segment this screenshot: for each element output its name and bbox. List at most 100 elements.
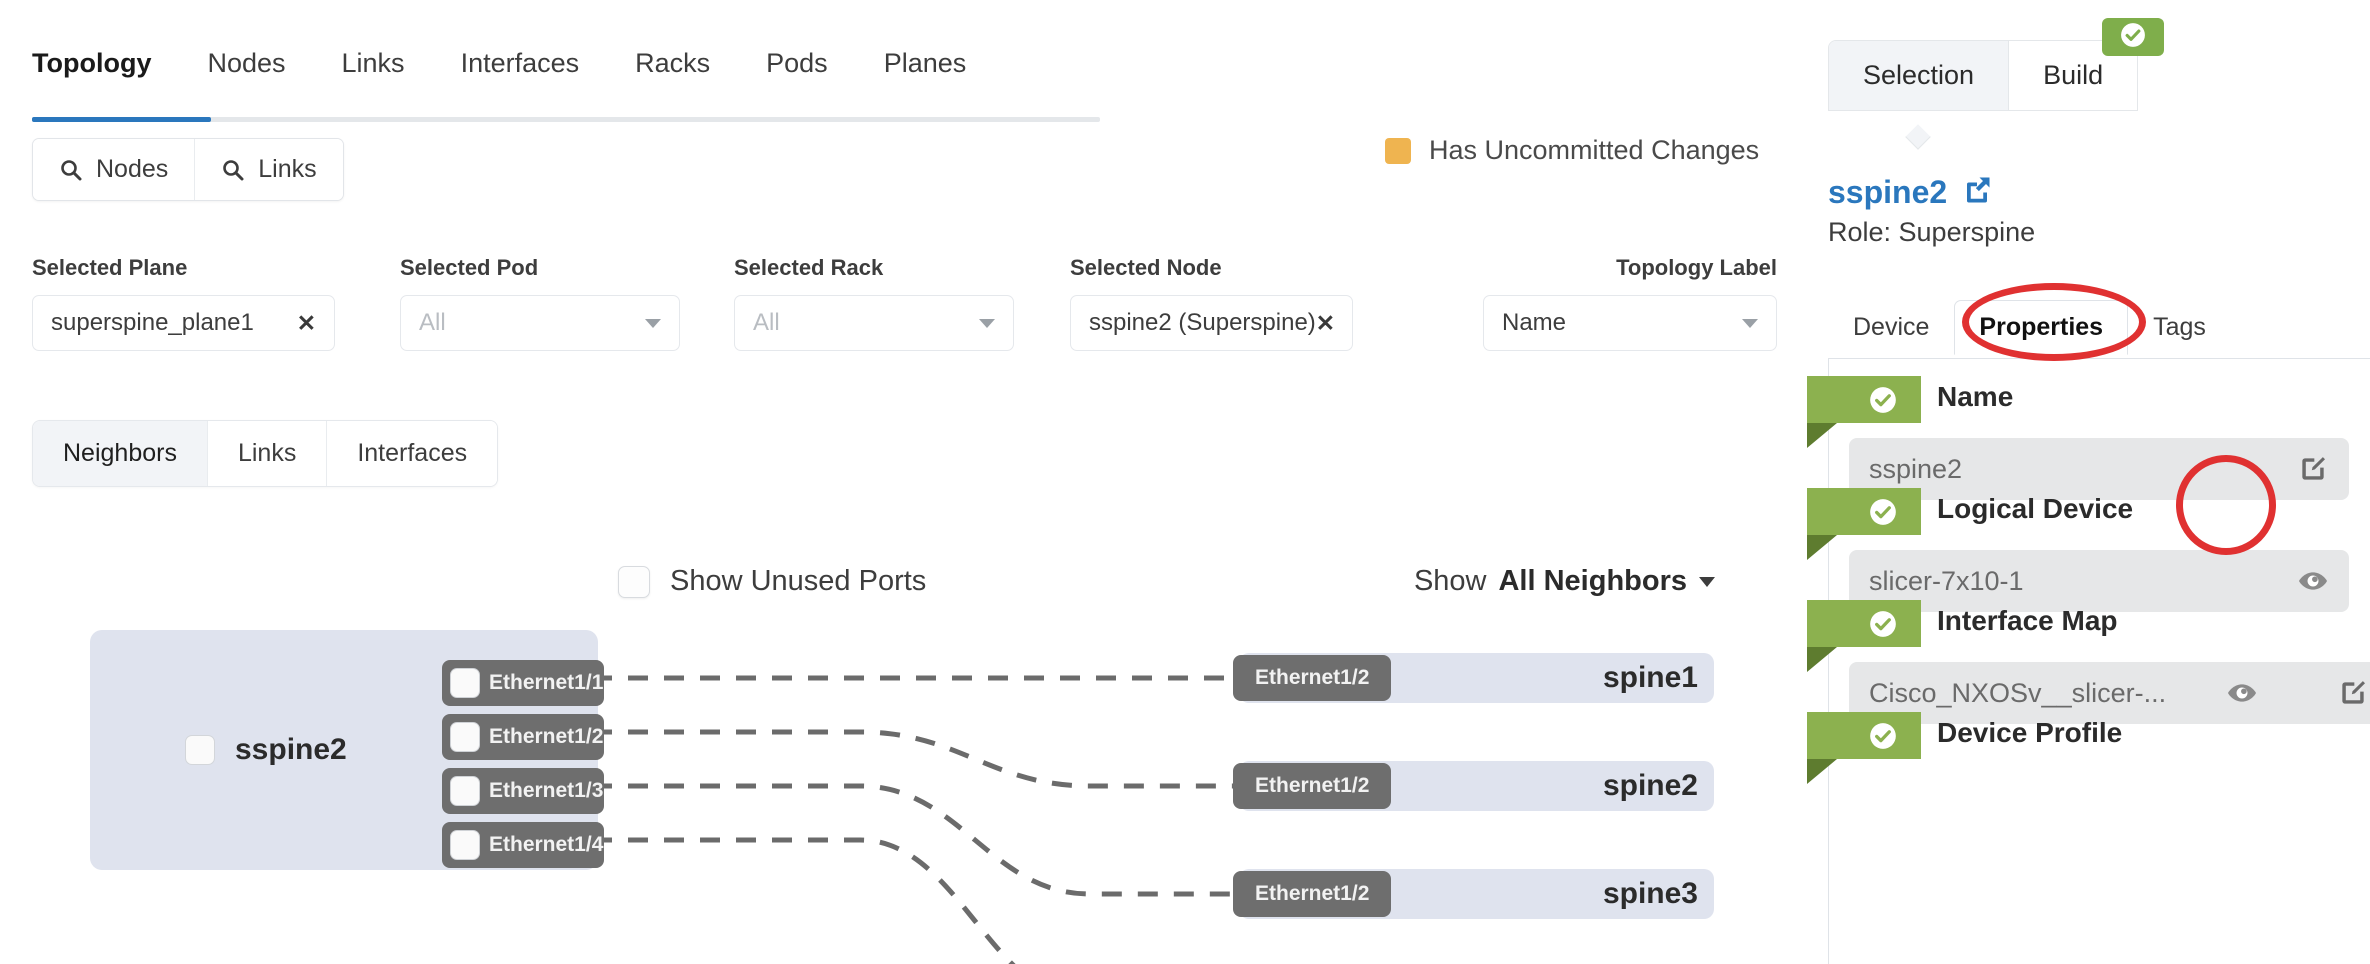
filter-pod-box[interactable]: All [400,295,680,351]
show-neighbors-lead: Show [1413,565,1487,597]
neighbor-port-label: Ethernet1/2 [1255,666,1370,689]
tab-nodes[interactable]: Nodes [207,48,286,78]
tab-underline [32,117,1100,122]
tab-links[interactable]: Links [341,48,405,78]
filter-rack-value: All [753,309,780,336]
pill-neighbors[interactable]: Neighbors [33,421,207,486]
tab-planes[interactable]: Planes [883,48,967,78]
show-unused-ports-control[interactable]: Show Unused Ports [618,565,926,598]
show-unused-ports-checkbox[interactable] [618,565,650,598]
port-label: Ethernet1/4 [489,833,604,856]
topology-tab-bar: Topology Nodes Links Interfaces Racks Po… [32,48,994,101]
pill-interfaces[interactable]: Interfaces [326,421,498,486]
port-label: Ethernet1/1 [489,671,604,694]
external-link-icon[interactable] [1962,175,1992,210]
selection-panel: Selection Build sspine2 Role: Superspine… [1807,0,2370,964]
ribbon-fold [1807,647,1837,672]
topology-link-lines [592,675,1240,964]
filter-label-rack: Selected Rack [734,255,884,280]
graph-controls: Show Unused Ports Show All Neighbors [0,565,1745,615]
search-links-button[interactable]: Links [194,139,343,200]
filter-selected-node: Selected Node sspine2 (Superspine) ✕ [1070,255,1353,351]
port-label: Ethernet1/2 [489,725,604,748]
pill-links[interactable]: Links [206,421,327,486]
tab-pods[interactable]: Pods [766,48,828,78]
filter-topology-box[interactable]: Name [1483,295,1777,351]
edit-icon[interactable] [2317,662,2370,724]
chevron-down-icon[interactable] [645,318,661,328]
search-links-label: Links [258,155,317,183]
eye-icon[interactable] [2277,550,2349,612]
chevron-down-icon[interactable] [979,318,995,328]
neighbor-port[interactable]: Ethernet1/2 [1233,871,1392,917]
tab-interfaces[interactable]: Interfaces [460,48,580,78]
filter-rack-box[interactable]: All [734,295,1014,351]
edit-icon[interactable] [2277,438,2349,500]
topology-node-sspine2[interactable]: sspine2 Ethernet1/1 Ethernet1/2 Ethernet… [90,630,604,870]
tab-underline-active [32,117,211,122]
link-line-4 [592,837,1016,964]
chevron-down-icon[interactable] [1699,576,1715,587]
check-circle-icon [1869,722,1897,755]
clear-icon[interactable]: ✕ [296,309,316,336]
tab-device[interactable]: Device [1853,313,1930,341]
filter-node-box[interactable]: sspine2 (Superspine) ✕ [1070,295,1353,351]
port-ethernet1-3[interactable]: Ethernet1/3 [442,768,604,814]
chevron-down-icon[interactable] [1742,318,1758,328]
filter-selected-pod: Selected Pod All [400,255,680,351]
eye-icon[interactable] [2206,662,2278,724]
ribbon-fold [1807,759,1837,784]
search-nodes-button[interactable]: Nodes [33,139,195,200]
tab-properties[interactable]: Properties [1954,300,2129,355]
node-label: sspine2 [235,733,347,766]
check-circle-icon [1869,386,1897,419]
property-label: Logical Device [1937,493,2134,524]
filter-plane-box[interactable]: superspine_plane1 ✕ [32,295,335,351]
neighbor-port-label: Ethernet1/2 [1255,882,1370,905]
property-label: Name [1937,381,2014,412]
tab-tags[interactable]: Tags [2153,313,2206,341]
status-ribbon [1807,712,1921,759]
filter-node-value: sspine2 (Superspine) [1089,309,1316,336]
property-label: Device Profile [1937,717,2123,748]
filter-label-topology: Topology Label [1616,255,1777,280]
port-chip [450,722,480,752]
tab-selection[interactable]: Selection [1829,41,2009,110]
filter-pod-value: All [419,309,446,336]
ribbon-fold [1807,423,1837,448]
property-field-name[interactable]: sspine2 [1849,438,2349,500]
search-button-group: Nodes Links [32,138,344,201]
property-field-logical-device[interactable]: slicer-7x10-1 [1849,550,2349,612]
selection-tab-group: Selection Build [1828,40,2139,111]
property-value: slicer-7x10-1 [1869,565,2024,596]
port-ethernet1-2[interactable]: Ethernet1/2 [442,714,604,760]
neighbor-port[interactable]: Ethernet1/2 [1233,655,1392,701]
property-field-interface-map[interactable]: Cisco_NXOSv__slicer-... [1849,662,2370,724]
topology-node-spine2[interactable]: Ethernet1/2 spine2 [1233,761,1714,811]
clear-icon[interactable]: ✕ [1315,309,1336,336]
node-status-chip [185,735,215,765]
check-circle-icon [1869,498,1897,531]
topology-node-spine3[interactable]: Ethernet1/2 spine3 [1233,869,1714,919]
filter-topology-label: Topology Label Name [1483,255,1777,351]
filter-label-node: Selected Node [1070,255,1222,280]
tab-racks[interactable]: Racks [635,48,711,78]
port-chip [450,776,480,806]
port-chip [450,830,480,860]
filter-label-pod: Selected Pod [400,255,539,280]
topology-node-spine1[interactable]: Ethernet1/2 spine1 [1233,653,1714,703]
search-nodes-label: Nodes [96,155,169,183]
selection-node-role: Role: Superspine [1828,217,2036,247]
show-neighbors-dropdown[interactable]: Show All Neighbors [1414,565,1715,598]
ribbon-fold [1807,535,1837,560]
status-badge[interactable] [2102,18,2164,56]
selection-node-title[interactable]: sspine2 [1828,174,1948,210]
property-value: sspine2 [1869,453,1963,484]
search-icon [221,158,245,182]
uncommitted-changes-legend: Has Uncommitted Changes [1385,135,1759,166]
port-ethernet1-4[interactable]: Ethernet1/4 [442,822,604,868]
port-ethernet1-1[interactable]: Ethernet1/1 [442,660,604,706]
tab-topology[interactable]: Topology [32,48,152,78]
neighbor-port[interactable]: Ethernet1/2 [1233,763,1392,809]
